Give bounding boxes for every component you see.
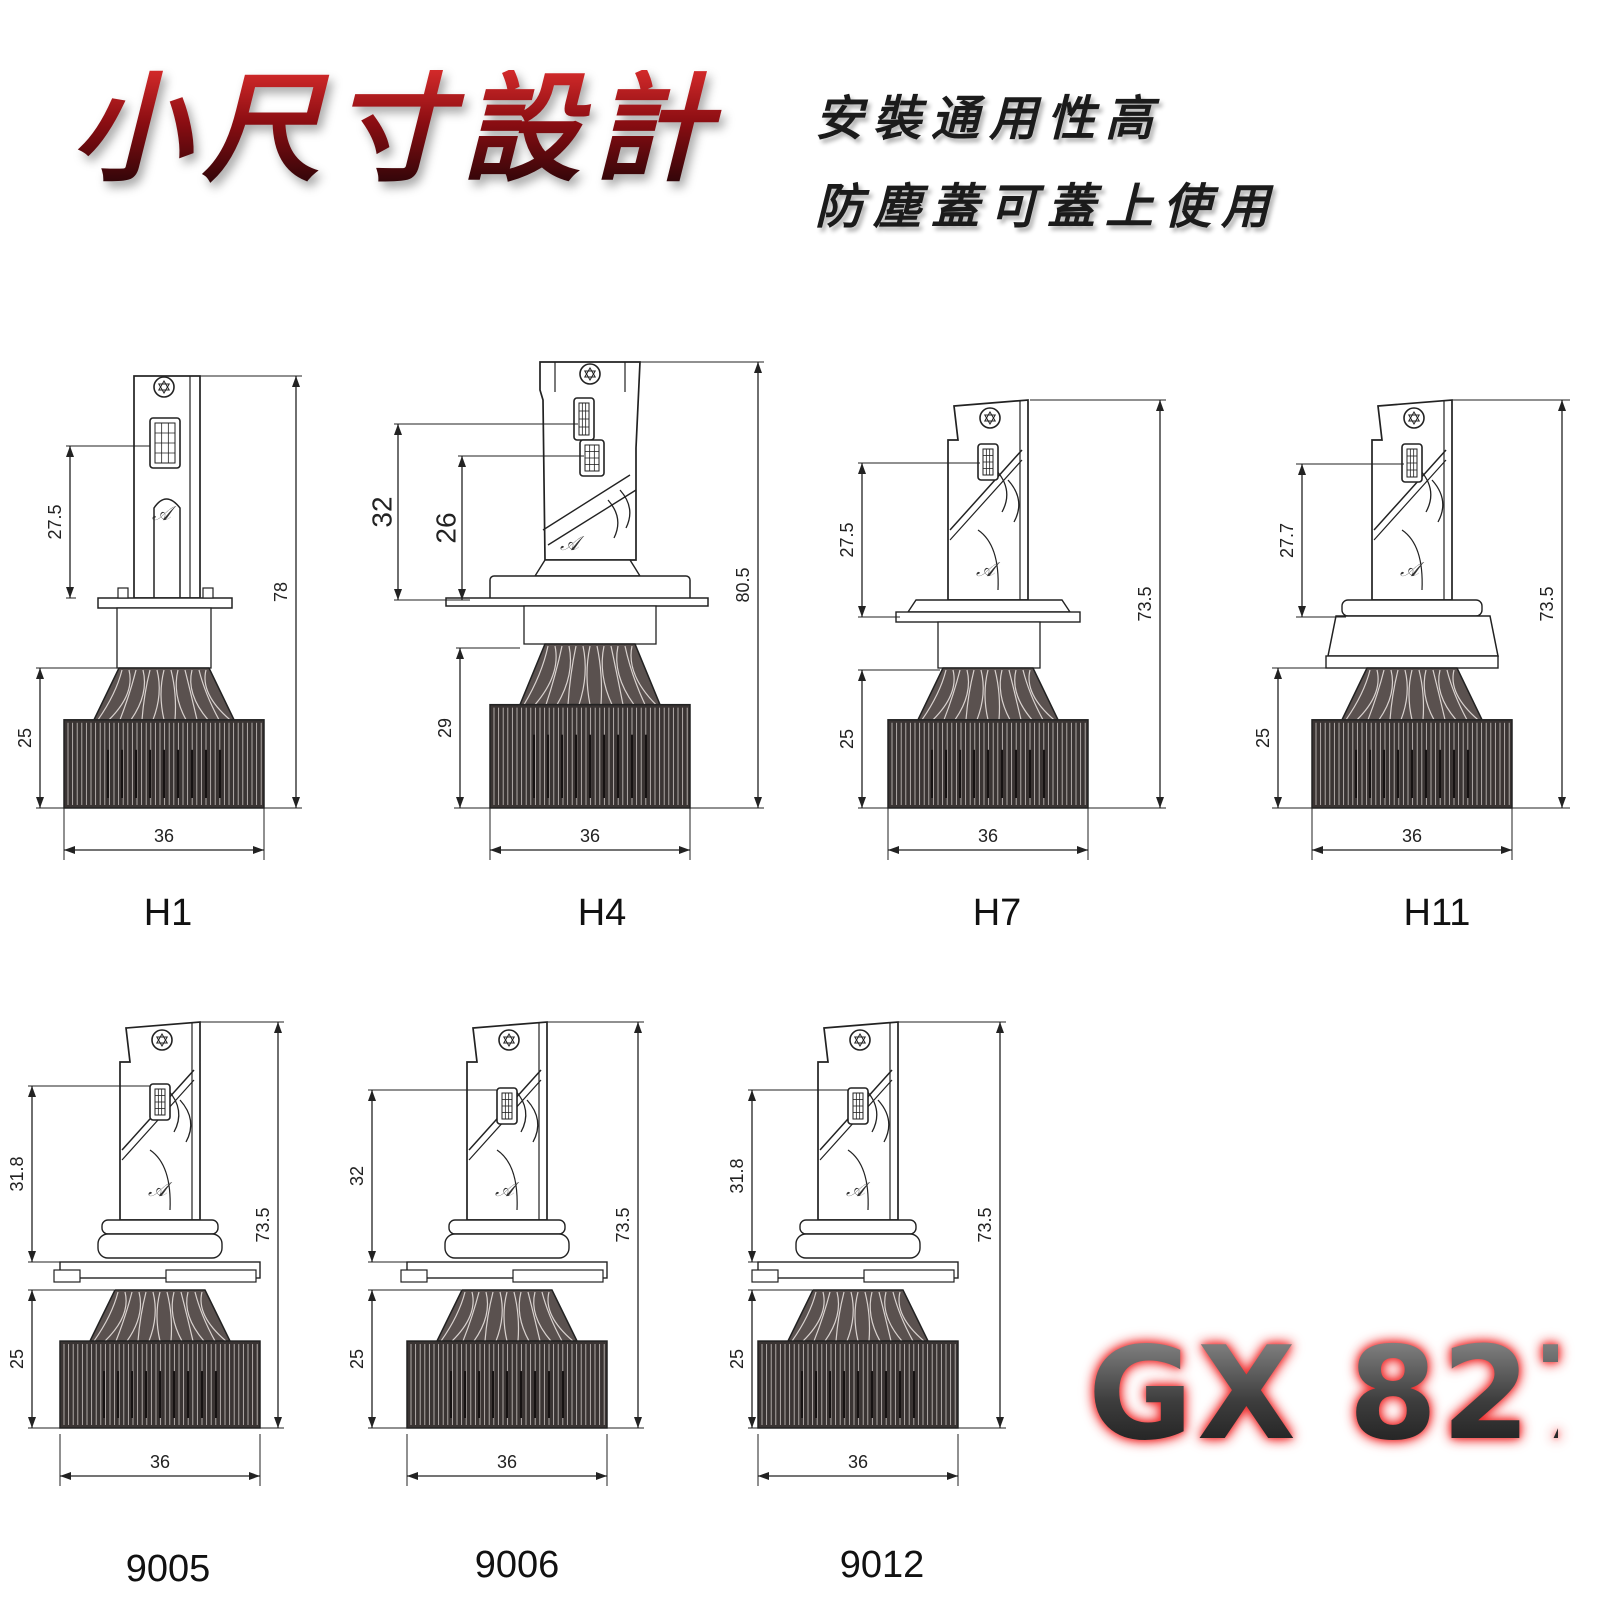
bulb-collar <box>1327 615 1499 657</box>
bulb-tower <box>133 375 201 599</box>
heatsink-cone <box>786 1289 930 1342</box>
screw-icon <box>579 363 601 385</box>
tagline-compatibility: 安裝通用性高 <box>815 91 1164 147</box>
model-label-9005: 9005 <box>125 1548 211 1590</box>
model-label-h11: H11 <box>1403 892 1471 934</box>
bulb-neck <box>523 605 657 645</box>
bulb-collar <box>444 1233 570 1259</box>
dim-heatsink-height: 29 <box>435 718 455 738</box>
model-label-9006: 9006 <box>474 1544 560 1586</box>
screw-icon <box>849 1029 871 1051</box>
dim-width: 36 <box>497 1452 517 1472</box>
dim-width: 36 <box>848 1452 868 1472</box>
bulb-flange <box>445 597 709 607</box>
dim-width: 36 <box>150 1452 170 1472</box>
dim-heatsink-height: 25 <box>15 728 35 748</box>
dim-heatsink-height: 25 <box>347 1349 367 1369</box>
dim-socket-to-chip: 31.8 <box>7 1156 27 1191</box>
bulb-flange <box>1325 655 1499 669</box>
screw-icon <box>153 376 175 398</box>
model-label-h7: H7 <box>972 892 1022 934</box>
dim-overall-height: 73.5 <box>253 1207 273 1242</box>
dim-socket-to-chip: 27.7 <box>1277 523 1297 558</box>
screw-icon <box>1403 407 1425 429</box>
heatsink-cone <box>92 667 236 721</box>
bulb-flange <box>97 597 233 609</box>
dim-socket-to-chip-high: 32 <box>366 496 397 527</box>
dim-heatsink-height: 25 <box>1253 728 1273 748</box>
tagline-dust-cover: 防塵蓋可蓋上使用 <box>815 179 1280 235</box>
dim-width: 36 <box>978 826 998 846</box>
dim-overall-height: 73.5 <box>1537 586 1557 621</box>
model-label-h4: H4 <box>577 892 627 934</box>
bulb-neck <box>116 607 212 669</box>
dim-heatsink-height: 25 <box>727 1349 747 1369</box>
bulb-neck <box>937 621 1041 669</box>
screw-icon <box>498 1029 520 1051</box>
dim-width: 36 <box>580 826 600 846</box>
heatsink-cone <box>1340 667 1484 721</box>
dim-socket-to-chip: 32 <box>347 1166 367 1186</box>
model-label-h1: H1 <box>143 892 193 934</box>
brand-model-logo: GX 827 <box>1088 1320 1600 1469</box>
dim-width: 36 <box>154 826 174 846</box>
heatsink-cone <box>435 1289 579 1342</box>
bulb-collar <box>97 1233 223 1259</box>
dim-socket-to-chip: 27.5 <box>837 522 857 557</box>
dim-overall-height: 78 <box>271 582 291 602</box>
bulb-flange <box>895 611 1081 623</box>
dim-width: 36 <box>1402 826 1422 846</box>
dim-overall-height: 73.5 <box>975 1207 995 1242</box>
dim-heatsink-height: 25 <box>837 729 857 749</box>
screw-icon <box>979 407 1001 429</box>
dim-overall-height: 80.5 <box>733 567 753 602</box>
dim-socket-to-chip: 27.5 <box>45 504 65 539</box>
dim-heatsink-height: 25 <box>7 1349 27 1369</box>
model-label-9012: 9012 <box>839 1544 925 1586</box>
heatsink-cone <box>518 643 662 706</box>
screw-icon <box>151 1029 173 1051</box>
heatsink-cone <box>916 667 1060 721</box>
main-title: 小尺寸設計 <box>72 60 723 198</box>
dim-overall-height: 73.5 <box>1135 586 1155 621</box>
dim-socket-to-chip-low: 26 <box>430 512 461 543</box>
dim-overall-height: 73.5 <box>613 1207 633 1242</box>
dim-socket-to-chip: 31.8 <box>727 1158 747 1193</box>
heatsink-cone <box>88 1289 232 1342</box>
bulb-collar <box>795 1233 921 1259</box>
